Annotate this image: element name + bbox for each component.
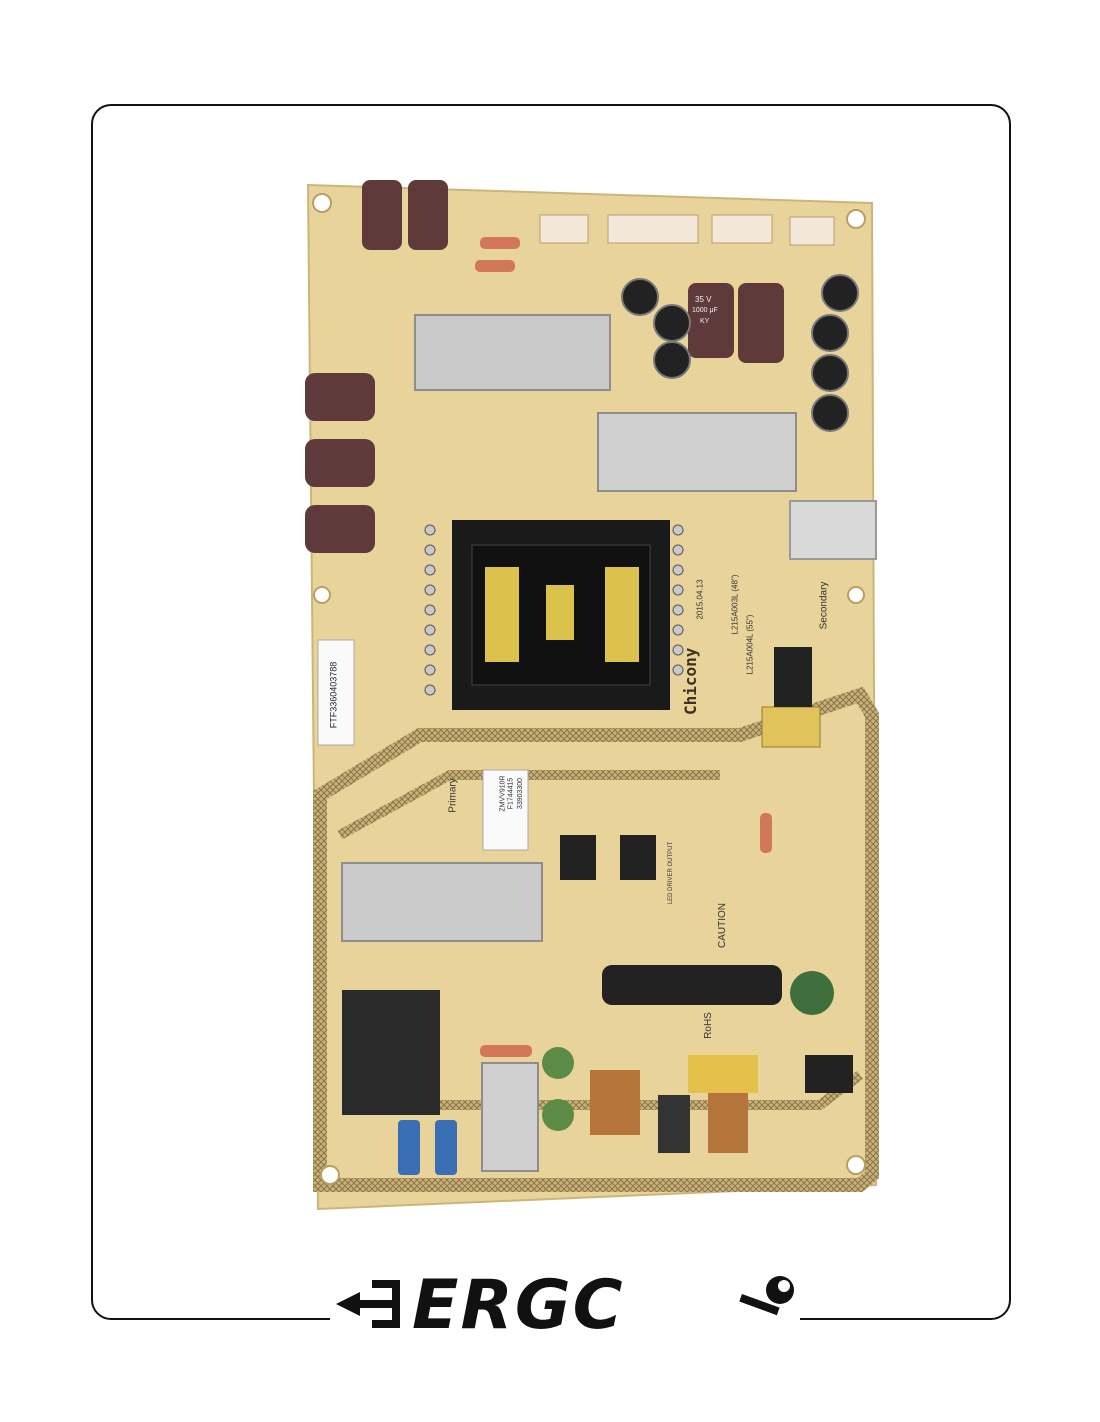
led-driver-table-title: LED DRIVER OUTPUT bbox=[668, 841, 675, 905]
section-primary-label: Primary bbox=[447, 778, 459, 813]
sticker-line-1: ZMVV910R bbox=[499, 775, 507, 812]
sticker-line-3: 33903300 bbox=[517, 777, 525, 810]
power-supply-board-photo: Chicony bbox=[300, 175, 880, 1215]
cap-label-voltage: 35 V bbox=[695, 295, 712, 304]
model-label-48: L215A003L (48") bbox=[730, 574, 740, 635]
logo-background bbox=[330, 1300, 800, 1350]
logo-text: ERGC bbox=[412, 1266, 625, 1342]
date-code-label: 2015.04.13 bbox=[695, 579, 705, 620]
ergc-logo: ERGC bbox=[332, 1266, 802, 1345]
model-label-55: L215A004L (55") bbox=[745, 614, 755, 675]
cap-label-capacitance: 1000 μF bbox=[692, 307, 718, 314]
brand-silkscreen: Chicony bbox=[681, 647, 700, 715]
caution-label: CAUTION bbox=[717, 903, 728, 948]
barcode-label: FTF3360403788 bbox=[328, 661, 339, 729]
cap-label-series: KY bbox=[700, 318, 710, 325]
section-secondary-label: Secondary bbox=[818, 581, 830, 630]
sticker-line-2: F1744415 bbox=[507, 777, 515, 810]
rohs-label: RoHS bbox=[702, 1012, 714, 1039]
